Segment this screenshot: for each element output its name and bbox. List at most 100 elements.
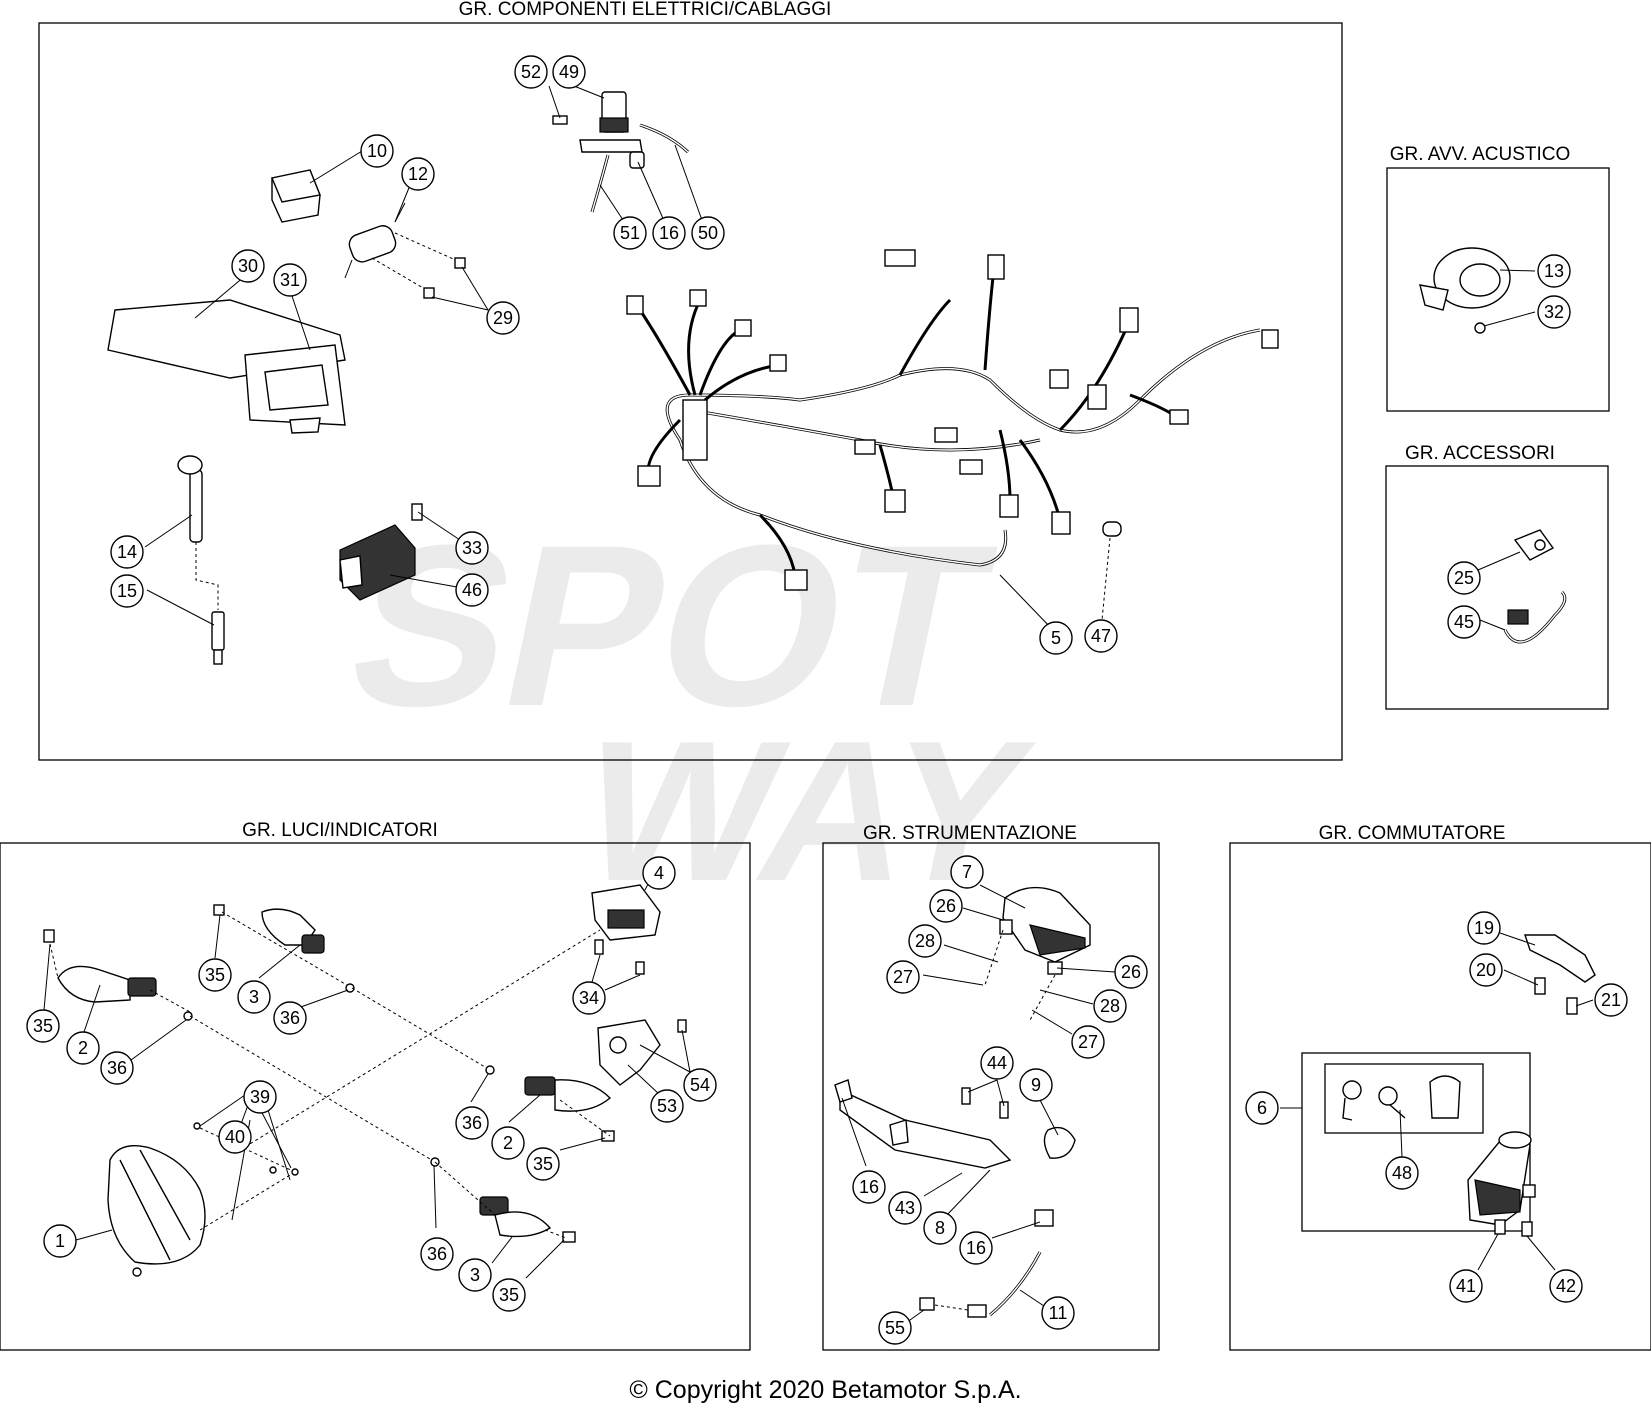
svg-text:7: 7 xyxy=(962,862,972,882)
callout-13[interactable]: 13 xyxy=(1537,254,1571,288)
battery-box-part xyxy=(107,299,346,434)
callout-35[interactable]: 35 xyxy=(198,958,232,992)
callout-14[interactable]: 14 xyxy=(110,535,144,569)
svg-text:48: 48 xyxy=(1392,1163,1412,1183)
callout-4[interactable]: 4 xyxy=(642,856,676,890)
panel-title-horn: GR. AVV. ACUSTICO xyxy=(1390,144,1571,165)
callout-26[interactable]: 26 xyxy=(929,889,963,923)
callout-54[interactable]: 54 xyxy=(683,1068,717,1102)
callout-27[interactable]: 27 xyxy=(1071,1025,1105,1059)
svg-text:2: 2 xyxy=(503,1133,513,1153)
callout-5[interactable]: 5 xyxy=(1039,621,1073,655)
callout-1[interactable]: 1 xyxy=(43,1224,77,1258)
callout-31[interactable]: 31 xyxy=(273,263,307,297)
svg-text:11: 11 xyxy=(1049,1303,1068,1323)
callout-12[interactable]: 12 xyxy=(401,157,435,191)
svg-text:36: 36 xyxy=(427,1244,447,1264)
callout-28[interactable]: 28 xyxy=(1093,989,1127,1023)
copyright-footer: © Copyright 2020 Betamotor S.p.A. xyxy=(629,1376,1022,1404)
svg-text:35: 35 xyxy=(533,1154,553,1174)
callout-33[interactable]: 33 xyxy=(455,531,489,565)
svg-text:5: 5 xyxy=(1051,628,1061,648)
callout-46[interactable]: 46 xyxy=(455,573,489,607)
callout-25[interactable]: 25 xyxy=(1447,561,1481,595)
callout-35[interactable]: 35 xyxy=(526,1147,560,1181)
svg-text:32: 32 xyxy=(1544,302,1564,322)
svg-text:25: 25 xyxy=(1454,568,1474,588)
callout-32[interactable]: 32 xyxy=(1537,295,1571,329)
keys-inset-frame xyxy=(1324,1063,1484,1134)
callout-55[interactable]: 55 xyxy=(878,1311,912,1345)
callout-39[interactable]: 39 xyxy=(243,1080,277,1114)
panel-frame xyxy=(38,22,1343,761)
callout-21[interactable]: 21 xyxy=(1594,983,1628,1017)
callout-7[interactable]: 7 xyxy=(950,855,984,889)
callout-50[interactable]: 50 xyxy=(691,216,725,250)
panel-frame xyxy=(1229,842,1651,1351)
callout-41[interactable]: 41 xyxy=(1449,1269,1483,1303)
svg-text:10: 10 xyxy=(367,141,387,161)
callout-36[interactable]: 36 xyxy=(100,1051,134,1085)
svg-text:27: 27 xyxy=(893,967,913,987)
svg-text:34: 34 xyxy=(579,988,599,1008)
callout-26[interactable]: 26 xyxy=(1114,955,1148,989)
callout-20[interactable]: 20 xyxy=(1469,953,1503,987)
callout-47[interactable]: 47 xyxy=(1084,619,1118,653)
instrument-bracket-part xyxy=(834,1079,1076,1227)
svg-text:SPOT: SPOT xyxy=(330,497,1011,754)
svg-text:1: 1 xyxy=(55,1231,65,1251)
panel-electrical: GR. COMPONENTI ELETTRICI/CABLAGGI xyxy=(38,0,1343,761)
callout-29[interactable]: 29 xyxy=(486,301,520,335)
svg-text:6: 6 xyxy=(1257,1098,1267,1118)
callout-34[interactable]: 34 xyxy=(572,981,606,1015)
callout-35[interactable]: 35 xyxy=(492,1278,526,1312)
accessory-clip-part xyxy=(1513,529,1555,561)
svg-text:35: 35 xyxy=(205,965,225,985)
callout-48[interactable]: 48 xyxy=(1385,1156,1419,1190)
callout-36[interactable]: 36 xyxy=(273,1001,307,1035)
svg-text:54: 54 xyxy=(690,1075,710,1095)
callout-16[interactable]: 16 xyxy=(959,1231,993,1265)
callout-11[interactable]: 11 xyxy=(1041,1296,1075,1330)
callout-52[interactable]: 52 xyxy=(514,55,548,89)
callout-49[interactable]: 49 xyxy=(552,55,586,89)
callout-10[interactable]: 10 xyxy=(360,134,394,168)
svg-text:3: 3 xyxy=(249,987,259,1007)
callout-45[interactable]: 45 xyxy=(1447,605,1481,639)
callout-2[interactable]: 2 xyxy=(491,1126,525,1160)
callout-36[interactable]: 36 xyxy=(455,1106,489,1140)
callout-30[interactable]: 30 xyxy=(231,249,265,283)
callout-36[interactable]: 36 xyxy=(420,1237,454,1271)
panel-frame xyxy=(1385,465,1609,710)
callout-2[interactable]: 2 xyxy=(66,1031,100,1065)
starter-relay-part xyxy=(344,202,406,279)
callout-35[interactable]: 35 xyxy=(26,1009,60,1043)
svg-text:31: 31 xyxy=(280,270,300,290)
callout-28[interactable]: 28 xyxy=(908,924,942,958)
watermark: SPOT WAY xyxy=(330,497,1049,922)
callout-43[interactable]: 43 xyxy=(888,1191,922,1225)
switch-bracket-part xyxy=(1524,934,1596,1015)
svg-text:15: 15 xyxy=(117,581,137,601)
callout-16[interactable]: 16 xyxy=(652,216,686,250)
callout-9[interactable]: 9 xyxy=(1019,1068,1053,1102)
svg-text:12: 12 xyxy=(408,164,428,184)
callout-53[interactable]: 53 xyxy=(650,1089,684,1123)
callout-16[interactable]: 16 xyxy=(852,1170,886,1204)
callout-3[interactable]: 3 xyxy=(237,980,271,1014)
panel-title-switch: GR. COMMUTATORE xyxy=(1319,823,1506,844)
callout-3[interactable]: 3 xyxy=(458,1258,492,1292)
callout-6[interactable]: 6 xyxy=(1245,1091,1279,1125)
panel-lights: GR. LUCI/INDICATORI xyxy=(0,820,751,1351)
dashboard-part xyxy=(999,886,1091,975)
callout-27[interactable]: 27 xyxy=(886,960,920,994)
callout-15[interactable]: 15 xyxy=(110,574,144,608)
callout-44[interactable]: 44 xyxy=(980,1046,1014,1080)
svg-text:42: 42 xyxy=(1556,1276,1576,1296)
callout-51[interactable]: 51 xyxy=(613,216,647,250)
callout-19[interactable]: 19 xyxy=(1467,911,1501,945)
callout-40[interactable]: 40 xyxy=(218,1120,252,1154)
callout-8[interactable]: 8 xyxy=(923,1211,957,1245)
callout-42[interactable]: 42 xyxy=(1549,1269,1583,1303)
svg-text:39: 39 xyxy=(250,1087,270,1107)
